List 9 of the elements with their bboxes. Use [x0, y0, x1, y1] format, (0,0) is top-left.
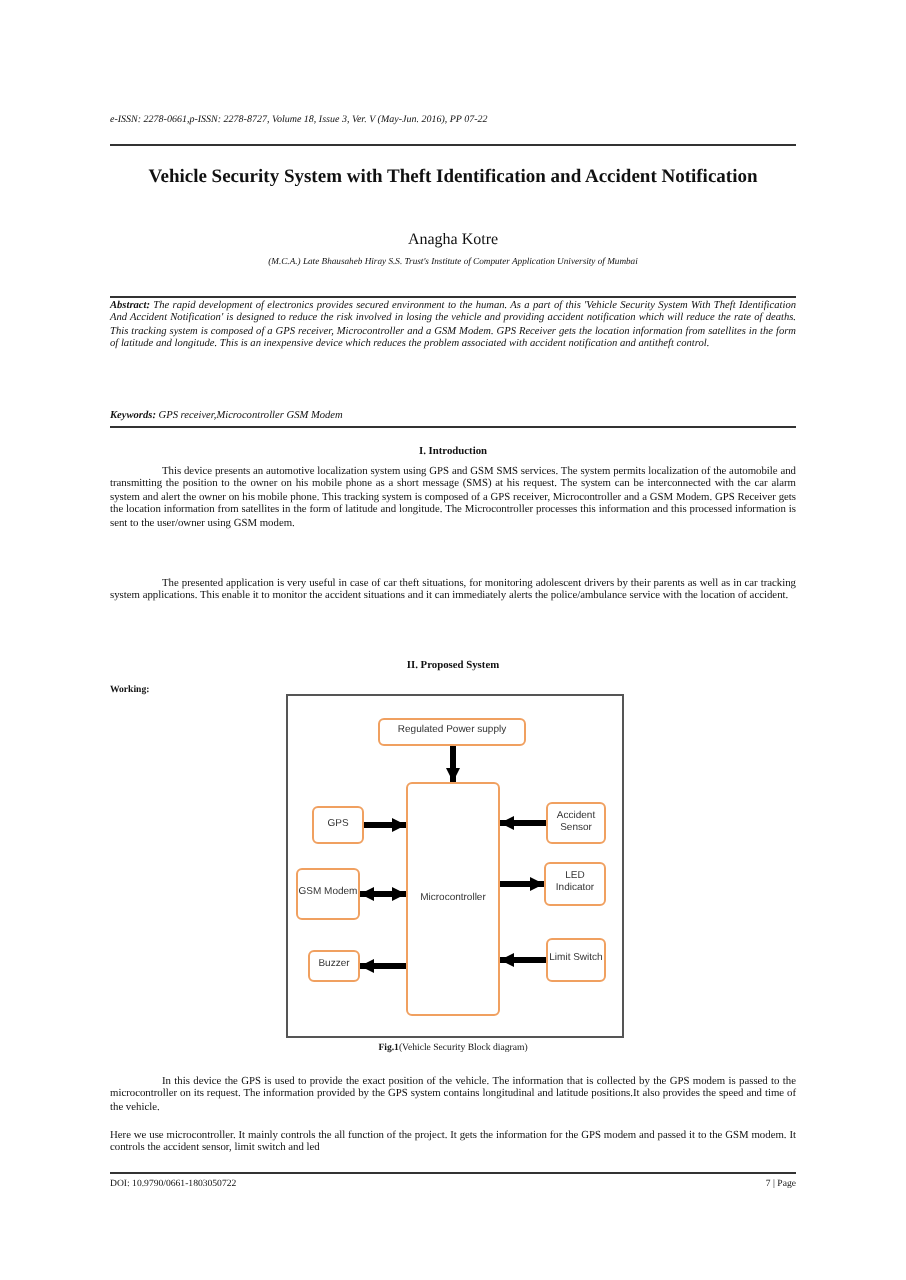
author-name: Anagha Kotre — [405, 230, 501, 250]
arrow — [500, 876, 544, 892]
arrow — [364, 817, 406, 833]
arrow — [360, 886, 406, 902]
paper-title: Vehicle Security System with Theft Identification and Accident Notification — [146, 168, 760, 191]
arrow — [500, 815, 546, 831]
arrow — [500, 952, 546, 968]
arrow — [445, 746, 461, 782]
arrow — [360, 958, 406, 974]
